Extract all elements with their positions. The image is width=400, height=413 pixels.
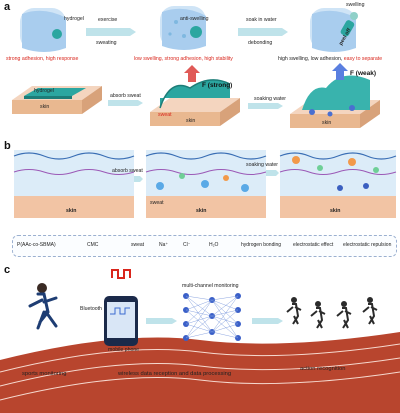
legend-polymer: P(AAc-co-SBMA) bbox=[17, 242, 56, 248]
label-action-recognition: action recognition bbox=[300, 366, 346, 372]
panel-label-b: b bbox=[4, 140, 11, 152]
track-line-2 bbox=[0, 357, 400, 387]
running-track bbox=[0, 332, 400, 413]
label-absorb-sweat-b: absorb sweat bbox=[112, 168, 143, 174]
label-swelling: swelling bbox=[346, 2, 365, 8]
runner-silhouettes bbox=[286, 297, 378, 329]
legend-h2o: H₂O bbox=[209, 242, 219, 248]
label-f-strong: F (strong) bbox=[202, 82, 233, 89]
skin-block-3 bbox=[290, 63, 380, 128]
arrow-soaking-water-b bbox=[266, 170, 279, 176]
caption-strong-adhesion: strong adhesion, high response bbox=[6, 56, 79, 62]
label-soaking-water-b: soaking water bbox=[246, 162, 279, 168]
skin-block-1 bbox=[12, 86, 102, 114]
track-line-1 bbox=[0, 343, 400, 373]
label-sweating: sweating bbox=[96, 40, 117, 46]
label-mobile-phone: mobile phone bbox=[108, 347, 140, 353]
label-skin-b2: skin bbox=[196, 208, 207, 214]
legend-hbond: hydrogen bonding bbox=[241, 242, 282, 248]
label-anti-swelling: anti-swelling bbox=[180, 16, 209, 22]
track-line-3 bbox=[0, 371, 400, 401]
legend-box: P(AAc-co-SBMA) CMC sweat Na⁺ Cl⁻ H₂O hyd… bbox=[12, 235, 397, 257]
label-f-weak: F (weak) bbox=[350, 70, 377, 77]
runner-figure bbox=[28, 283, 58, 330]
label-sweat-a: sweat bbox=[158, 112, 172, 118]
legend-electrostatic-repulsion: electrostatic repulsion bbox=[343, 242, 392, 248]
label-soak-in-water: soak in water bbox=[246, 17, 277, 23]
label-hydrogel-top: hydrogel bbox=[64, 16, 84, 22]
label-soaking-water-a: soaking water bbox=[254, 96, 287, 102]
arm-illustration-1 bbox=[20, 8, 66, 53]
label-skin-b3: skin bbox=[330, 208, 341, 214]
legend-cl: Cl⁻ bbox=[183, 242, 191, 248]
label-bluetooth: Bluetooth bbox=[80, 306, 102, 312]
caption-low-swelling: low swelling, strong adhesion, high stab… bbox=[134, 56, 233, 62]
label-hydrogel-lower: hydrogel bbox=[34, 88, 54, 94]
label-skin-a1: skin bbox=[40, 104, 50, 110]
label-absorb-sweat-a: absorb sweat bbox=[110, 93, 141, 99]
panel-b-pane-3 bbox=[279, 150, 397, 218]
signal-icon bbox=[111, 269, 131, 279]
arrow-to-recognition bbox=[252, 318, 283, 324]
label-skin-b1: skin bbox=[66, 208, 77, 214]
legend-cmc: CMC bbox=[87, 242, 99, 248]
label-sports-monitoring: sports monitoring bbox=[22, 371, 67, 377]
panel-label-c: c bbox=[4, 264, 11, 276]
panel-b-pane-2 bbox=[145, 150, 267, 218]
mobile-phone-icon bbox=[104, 296, 138, 346]
skin-block-2 bbox=[150, 65, 240, 126]
arrow-soak bbox=[238, 28, 288, 36]
arrow-exercise bbox=[86, 28, 136, 36]
legend-electrostatic-effect: electrostatic effect bbox=[293, 242, 334, 248]
arrow-to-network bbox=[146, 318, 177, 324]
label-sweat-b: sweat bbox=[150, 200, 164, 206]
legend-sweat: sweat bbox=[131, 242, 145, 248]
arm-illustration-3 bbox=[310, 8, 358, 53]
arrow-absorb-sweat-b bbox=[134, 176, 143, 182]
caption-high-swelling: high swelling, low adhesion, easy to sep… bbox=[278, 56, 383, 62]
label-exercise: exercise bbox=[98, 17, 118, 23]
label-wireless: wireless data reception and data process… bbox=[118, 371, 232, 377]
arrow-soaking-water-a bbox=[248, 103, 283, 109]
label-debonding: debonding bbox=[248, 40, 273, 46]
legend-na: Na⁺ bbox=[159, 242, 169, 248]
neural-network-icon bbox=[183, 293, 241, 341]
arm-illustration-2 bbox=[160, 6, 206, 51]
label-skin-a2: skin bbox=[186, 118, 196, 124]
label-skin-a3: skin bbox=[322, 120, 332, 126]
panel-b-pane-1 bbox=[13, 150, 135, 218]
label-multi-channel: multi-channel monitoring bbox=[182, 283, 239, 289]
arrow-absorb-sweat-a bbox=[108, 100, 143, 106]
panel-label-a: a bbox=[4, 1, 11, 13]
